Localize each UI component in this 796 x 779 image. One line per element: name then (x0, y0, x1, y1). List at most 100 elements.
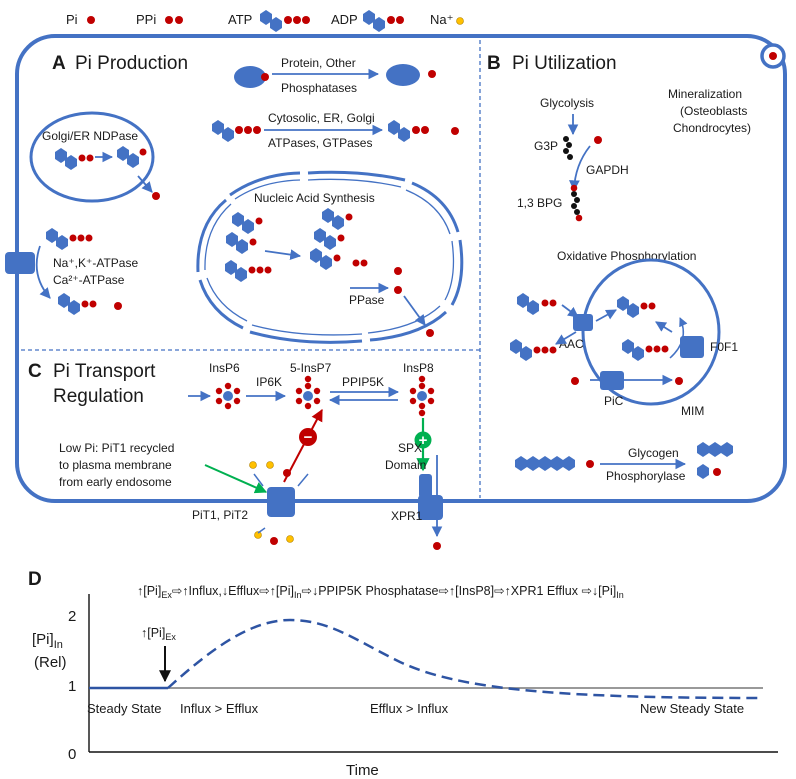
nuclear-pi-export-arrow (403, 295, 426, 326)
panel-c-title-line-2: Regulation (53, 386, 144, 407)
aac-atp-out-icon (510, 339, 557, 361)
golgi-released-pi-icon (152, 192, 160, 200)
ppase-pi-icon-2 (394, 286, 402, 294)
matrix-atp-icon (622, 339, 669, 361)
pi-in-response-curve (167, 618, 764, 700)
xpr1-exported-pi-icon (433, 542, 441, 550)
mineralization-label-1: Mineralization (668, 87, 742, 101)
dephospho-protein-icon (386, 64, 420, 86)
cytosolic-atpase-label-2: ATPases, GTPases (268, 136, 372, 150)
y-tick-2: 2 (68, 608, 76, 625)
pump-adp-icon (58, 293, 97, 315)
golgi-ndp-icon (55, 148, 94, 170)
cascade-segment: ⇨↓PPIP5K Phosphatase⇨↑[InsP8]⇨↑XPR1 Effl… (302, 584, 617, 598)
glycogen-shortened-icon (697, 442, 733, 457)
ppip5k-label: PPIP5K (342, 375, 384, 389)
nucleotide-chain-icon (226, 232, 257, 254)
adp-matrix-arrow (595, 309, 617, 322)
x-axis-label: Time (346, 762, 379, 779)
phase-efflux-exceeds: Efflux > Influx (370, 701, 449, 716)
inhibition-badge (299, 428, 317, 446)
panel-b-title: Pi Utilization (512, 53, 617, 74)
spx-domain (419, 474, 432, 498)
pic-cytosol-pi-icon (571, 377, 579, 385)
insp7-label: 5-InsP7 (290, 361, 332, 375)
extended-chain-icon (310, 208, 353, 270)
low-pi-note-line-2: to plasma membrane (59, 458, 172, 472)
panel-d: D ↑[Pi]Ex⇨↑Influx,↓Efflux⇨↑[Pi]In⇨↓PPIP5… (28, 569, 778, 779)
xpr1-label: XPR1 (391, 509, 423, 523)
oxphos-label: Oxidative Phosphorylation (557, 249, 696, 263)
ion-pump-transporter (5, 252, 35, 274)
g3p-label: G3P (534, 139, 558, 153)
stimulus-label-sub: Ex (165, 632, 176, 642)
golgi-pi-export-arrow (137, 175, 153, 193)
legend-atp-label: ATP (228, 12, 252, 27)
cascade-segment: ⇨↑Influx,↓Efflux⇨↑[Pi] (172, 584, 294, 598)
glycolysis-label: Glycolysis (540, 96, 594, 110)
cascade-segment: Ex (161, 590, 172, 600)
polymerization-arrow (264, 249, 302, 260)
y-axis-label: [Pi]In (32, 631, 63, 651)
legend-pi-label: Pi (66, 12, 78, 27)
na-ion-icon-2 (266, 461, 274, 469)
na-k-atpase-label: Na⁺,K⁺-ATPase (53, 256, 138, 270)
inhibition-sign: − (304, 429, 313, 446)
aac-transporter (573, 314, 593, 331)
f0f1-atp-synthase (680, 336, 704, 358)
nucleotide-monomer-icon (232, 212, 263, 234)
phosphoprotein-icon (234, 66, 266, 88)
stimulus-label-main: ↑[Pi] (141, 626, 165, 640)
pic-label: PiC (604, 394, 624, 408)
pit-flux-line-2 (253, 473, 264, 487)
na-ion-icon-3 (254, 531, 262, 539)
adp-icon (363, 10, 404, 32)
na-ion-icon-4 (286, 535, 294, 543)
insp8-molecule-icon (409, 375, 435, 417)
pit-flux-line (297, 473, 309, 487)
pump-released-pi-icon (114, 302, 122, 310)
na-ion-icon-1 (249, 461, 257, 469)
glycogen-phosphorylase-label-2: Phosphorylase (606, 469, 686, 483)
na-dot-icon (456, 17, 464, 25)
ppase-pi-icon-1 (394, 267, 402, 275)
recycling-arrow (204, 464, 268, 494)
aac-adp-out-icon (517, 293, 557, 315)
matrix-adp-icon (617, 296, 656, 318)
ca-atpase-label: Ca²⁺-ATPase (53, 273, 125, 287)
aac-import-arrow (561, 304, 579, 318)
spx-label-line-2: Domain (385, 458, 426, 472)
activation-sign: + (419, 432, 428, 449)
insp6-molecule-icon (215, 382, 241, 410)
atp-icon (260, 10, 310, 32)
cascade-segment: ↑[Pi] (137, 584, 161, 598)
y-axis-rel-label: (Rel) (34, 654, 67, 671)
low-pi-note-line-1: Low Pi: PiT1 recycled (59, 441, 174, 455)
golgi-ndpase-label: Golgi/ER NDPase (42, 129, 138, 143)
legend-na-label: Na⁺ (430, 12, 453, 27)
activation-badge (414, 431, 432, 449)
f0f1-label: F0F1 (710, 340, 738, 354)
y-axis-label-sub: In (54, 639, 63, 651)
nuclear-envelope-inner (204, 178, 455, 336)
nuclear-envelope (196, 170, 464, 344)
golgi-nmp-icon (117, 146, 147, 168)
golgi-er-organelle (29, 111, 155, 203)
panel-b-letter: B (487, 53, 501, 74)
panel-c-letter: C (28, 361, 42, 382)
low-pi-note-line-3: from early endosome (59, 475, 172, 489)
inhibition-line (283, 408, 323, 483)
ppase-label: PPase (349, 293, 385, 307)
bpg-molecule-icon (570, 184, 583, 222)
panel-c: C Pi Transport Regulation InsP6 IP6K 5-I… (28, 361, 443, 550)
atp-cytosolic-icon (212, 120, 261, 142)
y-tick-1: 1 (68, 678, 76, 695)
mim-label: MIM (681, 404, 704, 418)
insp7-molecule-icon (295, 375, 321, 410)
panel-b: B Pi Utilization Mineralization (Osteobl… (487, 53, 751, 483)
mineralization-vesicle (760, 43, 786, 69)
panel-a-letter: A (52, 53, 66, 74)
protein-phosphatase-label-2: Phosphatases (281, 81, 357, 95)
cascade-segment: In (616, 590, 624, 600)
pi-dot-icon (87, 16, 95, 24)
